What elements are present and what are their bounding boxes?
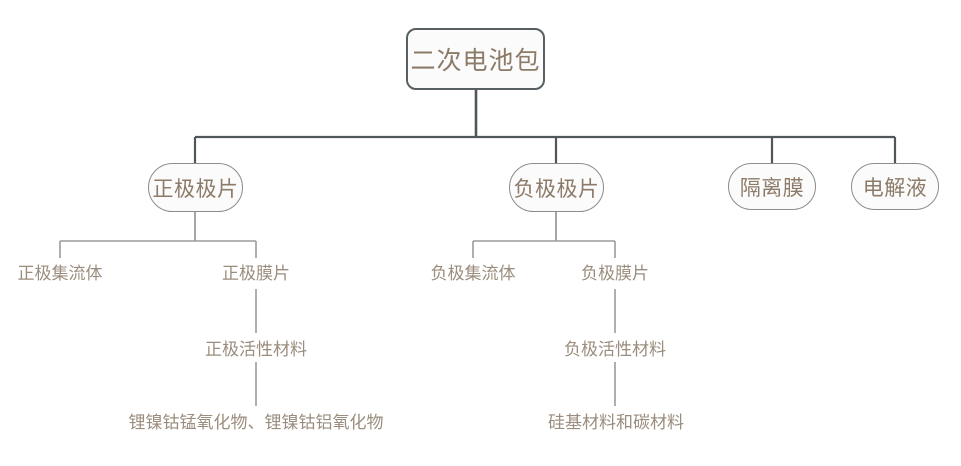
label-positive-film: 正极膜片: [222, 263, 290, 284]
label-positive-material-list: 锂镍钴锰氧化物、锂镍钴铝氧化物: [128, 412, 384, 433]
label-positive-active-material: 正极活性材料: [205, 339, 307, 360]
label-negative-material-list: 硅基材料和碳材料: [548, 412, 684, 433]
node-positive-electrode[interactable]: 正极极片: [148, 163, 243, 212]
label-negative-active-material: 负极活性材料: [564, 339, 666, 360]
node-root-battery-pack[interactable]: 二次电池包: [406, 28, 545, 90]
node-electrolyte[interactable]: 电解液: [851, 163, 939, 210]
label-negative-film: 负极膜片: [581, 263, 649, 284]
label-negative-current-collector: 负极集流体: [430, 263, 516, 284]
node-separator[interactable]: 隔离膜: [728, 163, 816, 210]
label-positive-current-collector: 正极集流体: [17, 263, 103, 284]
node-negative-electrode[interactable]: 负极极片: [509, 163, 604, 212]
